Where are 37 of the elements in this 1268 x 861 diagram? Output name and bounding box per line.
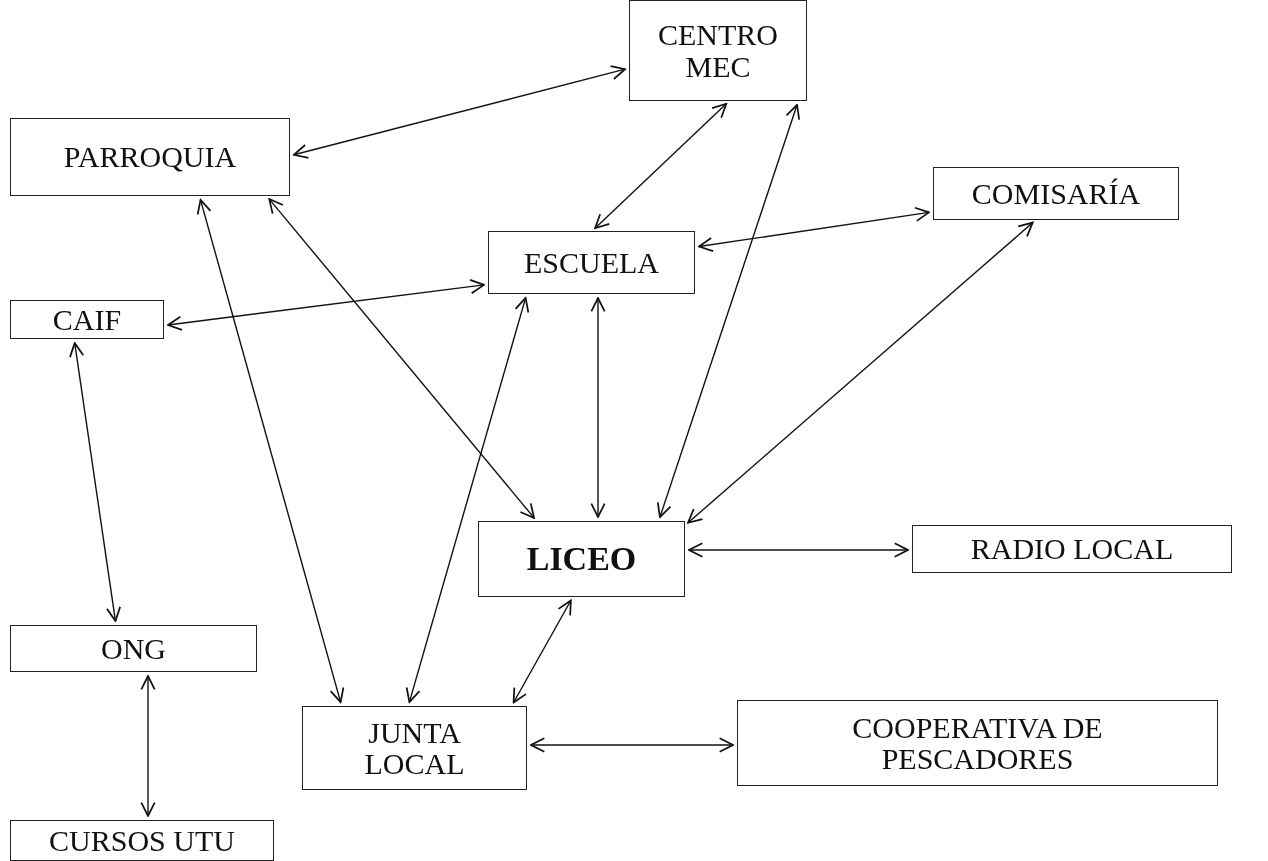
entity-box [10, 820, 274, 861]
entity-box [10, 118, 290, 196]
entity-label: CENTRO MEC [657, 19, 779, 82]
double-arrow [594, 102, 728, 230]
entity-box [302, 706, 527, 790]
double-arrow [167, 279, 485, 331]
entity-label: CURSOS UTU [49, 824, 235, 857]
entity-box [737, 700, 1218, 786]
entity-label: ESCUELA [524, 246, 659, 279]
double-arrow [69, 342, 121, 622]
double-arrow [698, 206, 930, 253]
entity-box [488, 231, 695, 294]
double-arrow [688, 542, 909, 558]
double-arrow [140, 675, 156, 817]
double-arrow [293, 65, 626, 159]
double-arrow [590, 297, 606, 518]
entity-box [10, 300, 164, 339]
double-arrow [512, 599, 572, 704]
entity-label: LICEO [526, 541, 637, 577]
entity-label: ONG [101, 632, 166, 665]
double-arrow [656, 103, 801, 519]
entity-label: COMISARÍA [971, 177, 1141, 210]
double-arrow [530, 737, 734, 753]
entity-label: JUNTA LOCAL [363, 716, 466, 780]
double-arrow [405, 297, 530, 703]
entity-box [912, 525, 1232, 573]
entity-box [629, 0, 807, 101]
entity-label: RADIO LOCAL [970, 533, 1174, 565]
entity-label: CAIF [52, 303, 122, 336]
double-arrow [268, 198, 535, 519]
entity-label: COOPERATIVA DE PESCADORES [851, 711, 1104, 775]
entity-box [10, 625, 257, 672]
entity-box [478, 521, 685, 597]
entity-label: PARROQUIA [63, 141, 237, 173]
double-arrow [687, 221, 1034, 524]
entity-box [933, 167, 1179, 220]
double-arrow [196, 199, 345, 703]
